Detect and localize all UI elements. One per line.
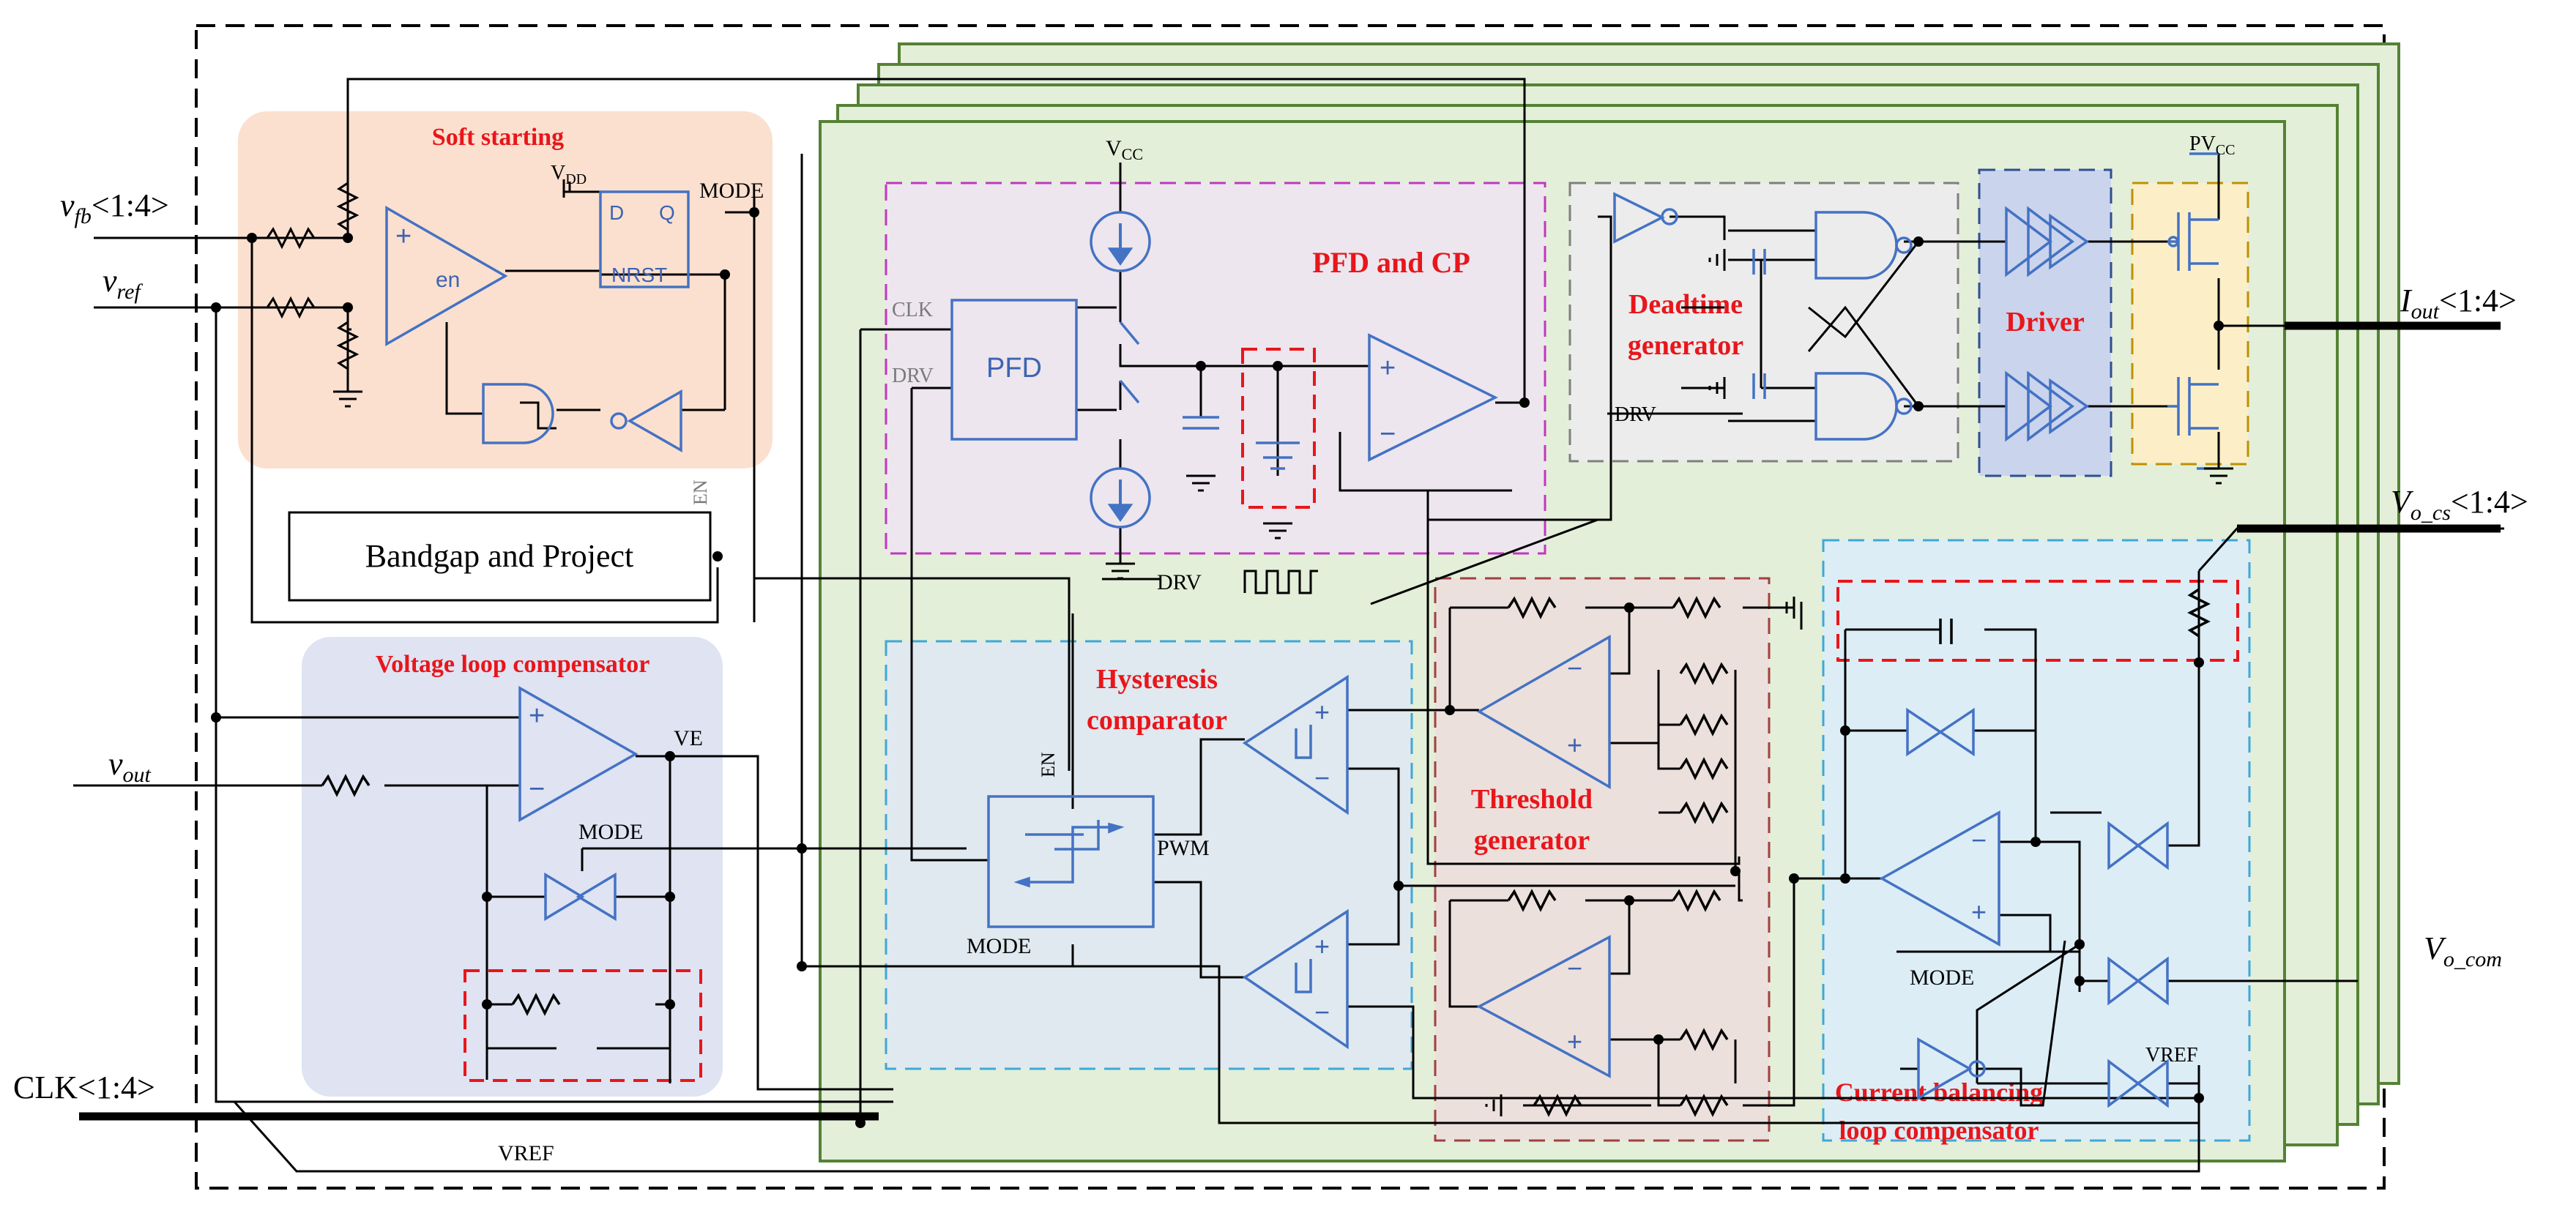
hyst-bot-minus: − [1314,997,1330,1027]
vocs-label: Vo_cs<1:4> [2391,484,2528,525]
amp-minus-2: − [529,774,545,805]
current-balancing-label-2: loop compensator [1839,1116,2039,1145]
pwm-label: PWM [1157,836,1210,860]
mode-label-hyst: MODE [967,934,1031,958]
vref-label: vref [103,263,143,304]
cp-amp-plus: + [1380,353,1396,384]
hyst-bot-plus: + [1314,931,1330,961]
hyst-comp-bottom [1242,908,1349,1050]
highlight-vl-comp [464,969,702,1082]
symbols [266,152,2219,1117]
vout-label: vout [108,746,152,787]
th-bot-plus: + [1567,1026,1582,1056]
mode-label-vl: MODE [578,820,643,844]
pulse-waveform-icon [1243,570,1318,594]
voltage-loop-amp [518,685,639,823]
soft-start-amp [385,205,508,347]
amp-en-label: en [436,268,460,292]
dff-box [599,190,690,288]
amp-plus-2: + [529,701,545,731]
current-source-top [1090,211,1151,272]
bandgap-label: Bandgap and Project [365,538,634,574]
ground-icons [333,179,2233,1116]
vdd-label: VDD [551,162,587,187]
threshold-label: Threshold [1471,784,1593,815]
deadtime-label: Deadtime [1628,289,1743,320]
th-bot-minus: − [1567,953,1582,983]
drv-label-deadtime: DRV [1615,403,1656,426]
junction-dots [211,207,2224,1128]
voltage-loop-label: Voltage loop compensator [376,651,650,678]
nmos-icon [2167,377,2219,470]
hysteresis-label-2: comparator [1087,705,1227,736]
cp-amp-minus: − [1380,419,1396,449]
bandgap-block [288,511,712,602]
clk-label: CLK<1:4> [13,1070,155,1105]
mode-label-cb: MODE [1910,966,1974,990]
en-label-hyst: EN [1038,752,1059,777]
pvcc-label: PVCC [2189,133,2235,158]
cb-amp [1879,810,2000,947]
vcc-label: VCC [1106,136,1143,163]
current-source-bottom [1090,467,1151,529]
cp-amp [1368,333,1498,462]
th-top-plus: + [1567,730,1582,760]
dff-q-label: Q [659,201,675,224]
highlight-cb-cap [1836,580,2239,662]
th-top-minus: − [1567,653,1582,683]
hysteresis-core [987,795,1155,928]
clk-label-pfd: CLK [892,299,933,321]
bus-lines [79,321,2501,1121]
current-balancing-label: Current balancing [1835,1078,2043,1107]
inverter [627,389,682,453]
hyst-top-plus: + [1314,697,1330,727]
hyst-comp-top [1242,674,1349,815]
mode-label-softstart: MODE [699,179,764,203]
vocom-label: Vo_com [2424,930,2502,971]
dff-nrst-label: NRST [611,264,667,286]
and-gate [482,383,554,444]
resistor-icon [266,296,316,319]
vref-label-cb: VREF [2145,1044,2198,1067]
pfd-cp-label: PFD and CP [1312,246,1470,279]
driver-label: Driver [2006,307,2085,337]
vfb-label: vfb<1:4> [60,187,169,228]
threshold-label-2: generator [1474,825,1590,856]
cb-amp-plus: + [1971,897,1987,927]
iout-label: Iout<1:4> [2400,283,2517,324]
drv-label-waveform: DRV [1157,570,1202,594]
resistor-icon [266,226,316,250]
resistor-icon [336,321,360,370]
en-label-vertical: EN [690,479,711,505]
vref-label-bottom: VREF [498,1141,554,1165]
hysteresis-label: Hysteresis [1096,664,1218,695]
ve-label: VE [674,726,703,750]
resistor-icon [336,182,360,231]
soft-starting-block [238,111,773,469]
threshold-amp-bottom [1476,935,1611,1078]
amp-plus-1: + [395,221,412,252]
pfd-cp-block [885,182,1546,555]
soft-starting-label: Soft starting [432,124,564,151]
pfd-box [950,299,1078,441]
voltage-loop-block [302,637,723,1097]
deadtime-inverter [1613,192,1665,244]
cb-amp-minus: − [1971,825,1987,855]
highlight-cp-filter [1241,348,1316,509]
hysteresis-block [885,640,1413,1070]
threshold-amp-top [1476,634,1611,790]
pfd-label: PFD [986,353,1042,384]
deadtime-label-2: generator [1628,330,1743,361]
drv-label-pfd: DRV [892,365,934,387]
threshold-block [1434,577,1771,1142]
hyst-top-minus: − [1314,763,1330,793]
dff-d-label: D [609,201,624,224]
